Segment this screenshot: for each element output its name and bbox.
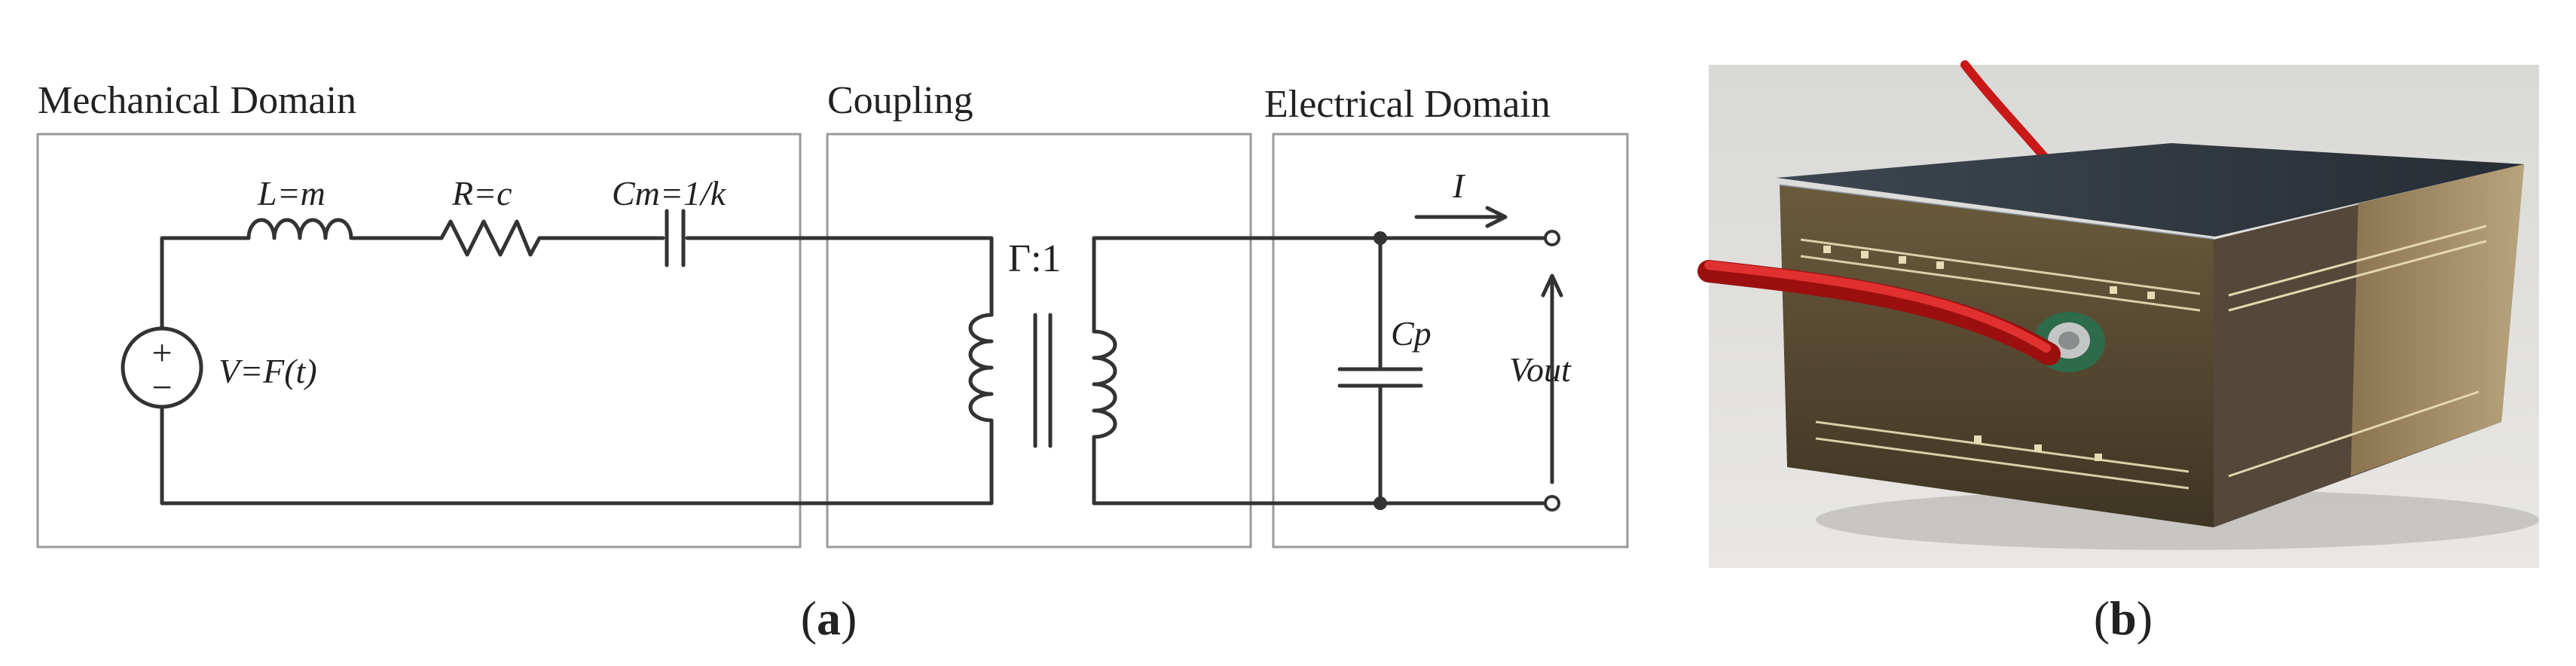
transformer-symbol bbox=[968, 236, 1548, 506]
inductor-label: L=m bbox=[257, 174, 325, 212]
capacitor-p-label: Cp bbox=[1391, 314, 1432, 353]
transformer-ratio-label: Γ:1 bbox=[1008, 237, 1062, 280]
capacitor-m-symbol bbox=[665, 209, 686, 267]
current-label: I bbox=[1452, 166, 1466, 205]
mechanical-domain-title: Mechanical Domain bbox=[38, 79, 356, 122]
source-label: V=F(t) bbox=[218, 352, 317, 390]
resistor-label: R=c bbox=[451, 174, 512, 212]
source-plus-sign: + bbox=[151, 333, 172, 373]
capacitor-m-label: Cm=1/k bbox=[612, 174, 727, 212]
panel-label-b: (b) bbox=[2094, 591, 2153, 645]
coupling-domain-box bbox=[826, 133, 1252, 548]
inductor-symbol bbox=[246, 218, 353, 240]
mechanical-wires bbox=[160, 236, 994, 506]
output-voltage-label: Vout bbox=[1509, 350, 1572, 389]
device-top-face bbox=[1777, 143, 2524, 237]
device-front-face bbox=[1780, 185, 2214, 527]
capacitor-p-symbol bbox=[1337, 231, 1423, 510]
electrode-pads bbox=[1823, 246, 2155, 461]
output-terminals bbox=[1541, 230, 1563, 512]
red-lead-front-highlight bbox=[1704, 261, 2051, 353]
coupling-domain-title: Coupling bbox=[827, 79, 973, 122]
electrical-domain-title: Electrical Domain bbox=[1264, 83, 1551, 126]
side-electrode-pattern bbox=[2228, 225, 2487, 478]
device-photo bbox=[1697, 60, 2539, 568]
current-arrow bbox=[1414, 206, 1508, 228]
electrical-domain-box bbox=[1272, 133, 1629, 548]
panel-label-a: (a) bbox=[801, 591, 857, 645]
mechanical-domain-box bbox=[36, 133, 802, 548]
voltage-source-symbol: + − bbox=[121, 326, 203, 409]
red-lead-front bbox=[1697, 260, 2061, 365]
resistor-symbol bbox=[439, 219, 542, 257]
source-minus-sign: − bbox=[151, 368, 172, 408]
electrode-pattern bbox=[1800, 238, 2201, 490]
circuit-diagram: Mechanical Domain Coupling Electrical Do… bbox=[36, 79, 1629, 548]
